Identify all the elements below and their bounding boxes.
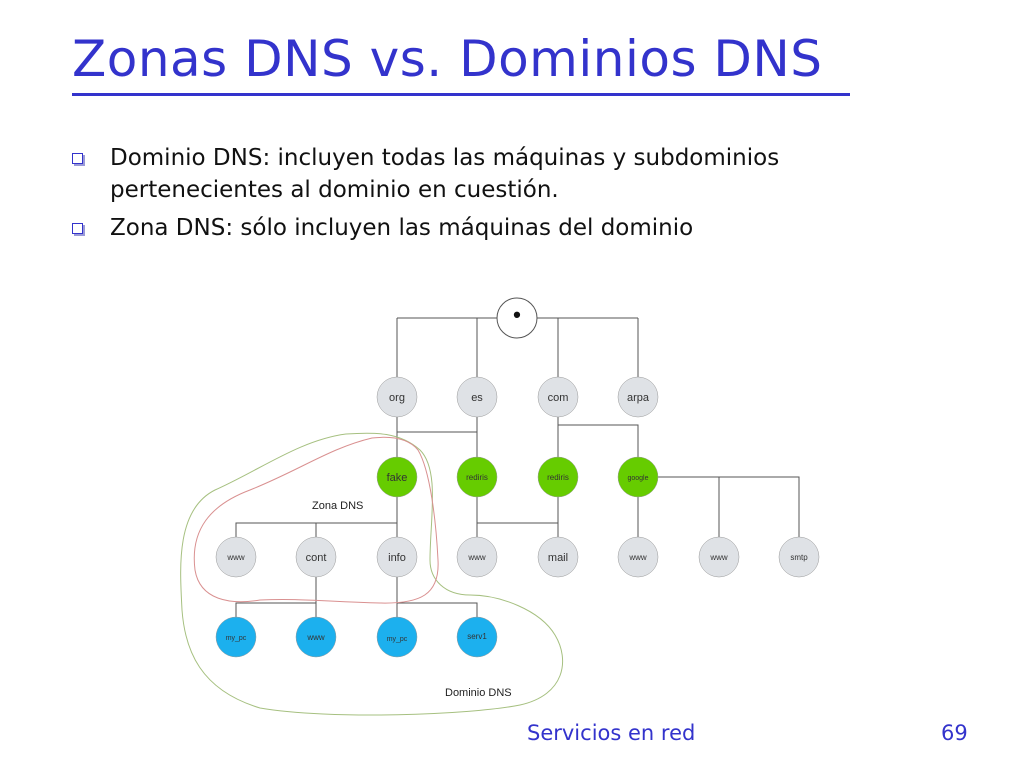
node-rediris-es-label: rediris xyxy=(466,473,488,482)
node-www-google-2-label: www xyxy=(709,553,728,562)
node-www-fake-label: www xyxy=(226,553,245,562)
node-cont-circle xyxy=(295,536,337,578)
bullet-list: Dominio DNS: incluyen todas las máquinas… xyxy=(72,142,952,250)
node-rediris-es: rediris xyxy=(456,456,498,498)
node-www-google-1: www xyxy=(617,536,659,578)
root-node-circle xyxy=(496,297,538,339)
node-mail-label: mail xyxy=(548,552,568,564)
node-my-pc-cont-label: my_pc xyxy=(226,635,247,642)
node-rediris-com-label: rediris xyxy=(547,473,569,482)
root-node-label: • xyxy=(513,302,521,327)
node-serv1-label: serv1 xyxy=(467,632,487,641)
node-www-google-2-circle xyxy=(698,536,740,578)
node-info: info xyxy=(376,536,418,578)
node-google: google xyxy=(617,456,659,498)
level2-nodes: fake rediris rediris google xyxy=(376,456,659,498)
connector-rediris-es xyxy=(476,497,558,537)
node-www-cont-label: www xyxy=(306,633,325,642)
footer-page-number: 69 xyxy=(941,721,968,745)
node-rediris-com-circle xyxy=(537,456,579,498)
node-smtp-circle xyxy=(778,536,820,578)
node-www-google-1-label: www xyxy=(628,553,647,562)
node-www-fake-circle xyxy=(215,536,257,578)
dominio-dns-label: Dominio DNS xyxy=(445,687,512,699)
square-bullet-icon xyxy=(72,153,83,164)
root-node: • xyxy=(496,297,538,339)
node-cont: cont xyxy=(295,536,337,578)
bullet-item: Dominio DNS: incluyen todas las máquinas… xyxy=(72,142,952,206)
node-google-circle xyxy=(617,456,659,498)
node-serv1: serv1 xyxy=(456,616,498,658)
bullet-item: Zona DNS: sólo incluyen las máquinas del… xyxy=(72,212,952,244)
connector-com xyxy=(557,417,639,457)
node-my-pc-info-circle xyxy=(376,616,418,658)
node-com-label: com xyxy=(548,392,569,404)
connector-google xyxy=(637,476,800,537)
node-fake: fake xyxy=(376,456,418,498)
node-org: org xyxy=(376,376,418,418)
node-fake-label: fake xyxy=(387,472,408,484)
level1-nodes: org es com arpa xyxy=(376,376,659,418)
node-my-pc-info-label: my_pc xyxy=(387,636,408,643)
node-com-circle xyxy=(537,376,579,418)
slide-title: Zonas DNS vs. Dominios DNS xyxy=(72,30,823,88)
node-www-fake: www xyxy=(215,536,257,578)
node-es: es xyxy=(456,376,498,418)
node-arpa: arpa xyxy=(617,376,659,418)
node-google-label: google xyxy=(627,475,648,482)
level4-nodes: my_pc www my_pc serv1 xyxy=(215,616,498,658)
node-es-label: es xyxy=(471,392,483,404)
node-arpa-label: arpa xyxy=(627,392,650,404)
connector-es-rediris xyxy=(397,417,478,457)
bullet-text: Dominio DNS: incluyen todas las máquinas… xyxy=(110,145,780,203)
node-rediris-es-circle xyxy=(456,456,498,498)
node-smtp: smtp xyxy=(778,536,820,578)
node-info-circle xyxy=(376,536,418,578)
zone-boundary-outline xyxy=(193,436,439,604)
node-arpa-circle xyxy=(617,376,659,418)
node-my-pc-cont: my_pc xyxy=(215,616,257,658)
node-com: com xyxy=(537,376,579,418)
node-rediris-com: rediris xyxy=(537,456,579,498)
bullet-text: Zona DNS: sólo incluyen las máquinas del… xyxy=(110,215,694,241)
node-www-rediris-circle xyxy=(456,536,498,578)
footer-course: Servicios en red xyxy=(527,721,696,745)
node-fake-circle xyxy=(376,456,418,498)
node-org-label: org xyxy=(389,392,405,404)
connector-info xyxy=(396,577,478,617)
node-smtp-label: smtp xyxy=(790,553,808,562)
node-www-cont-circle xyxy=(295,616,337,658)
node-serv1-circle xyxy=(456,616,498,658)
node-es-circle xyxy=(456,376,498,418)
node-my-pc-cont-circle xyxy=(215,616,257,658)
node-cont-label: cont xyxy=(306,552,327,564)
node-info-label: info xyxy=(388,552,406,564)
node-my-pc-info: my_pc xyxy=(376,616,418,658)
node-www-google-1-circle xyxy=(617,536,659,578)
title-underline xyxy=(72,93,850,96)
level3-nodes: www cont info www mail www www smtp xyxy=(215,536,820,578)
zona-dns-label: Zona DNS xyxy=(312,500,363,512)
node-mail: mail xyxy=(537,536,579,578)
connector-fake xyxy=(235,497,398,537)
node-mail-circle xyxy=(537,536,579,578)
node-www-google-2: www xyxy=(698,536,740,578)
domain-boundary-outline xyxy=(180,432,563,716)
node-org-circle xyxy=(376,376,418,418)
node-www-rediris: www xyxy=(456,536,498,578)
node-www-rediris-label: www xyxy=(467,553,486,562)
connector-cont xyxy=(235,577,317,617)
tree-connectors xyxy=(235,317,800,617)
node-www-cont: www xyxy=(295,616,337,658)
square-bullet-icon xyxy=(72,223,83,234)
